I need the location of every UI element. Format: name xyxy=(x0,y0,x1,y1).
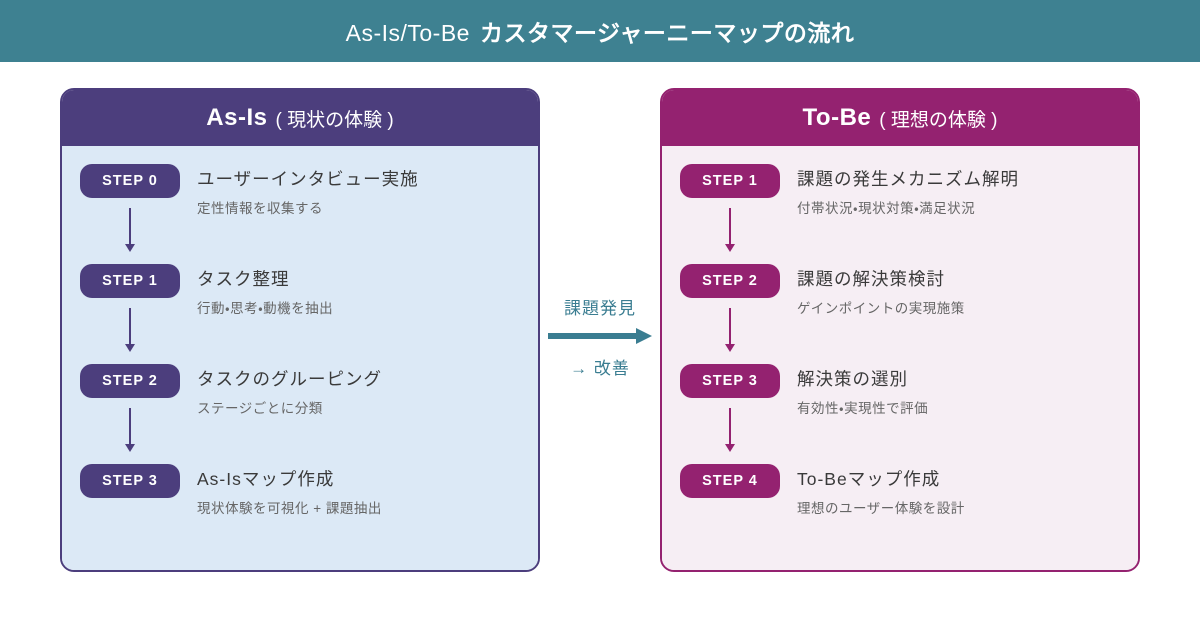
step-text: 課題の解決策検討 ゲインポイントの実現施策 xyxy=(797,264,965,317)
step-badge: STEP 1 xyxy=(680,164,780,198)
step-badge: STEP 4 xyxy=(680,464,780,498)
step-text: タスクのグルーピング ステージごとに分類 xyxy=(197,364,382,417)
to-be-panel-title: To-Be xyxy=(802,104,872,131)
step-description: 現状体験を可視化 + 課題抽出 xyxy=(197,501,382,516)
transition-connector: 課題発見 → 改善 xyxy=(542,294,658,379)
to-be-panel: To-Be ( 理想の体験 ) STEP 1 課題の発生メカニズム解明 付帯状況… xyxy=(660,88,1140,572)
down-arrow-icon xyxy=(723,408,737,452)
as-is-step-0: STEP 0 ユーザーインタビュー実施 定性情報を収集する xyxy=(80,164,419,217)
step-title: 課題の発生メカニズム解明 xyxy=(797,169,1019,189)
to-be-step-2: STEP 3 解決策の選別 有効性・実現性で評価 xyxy=(680,364,928,417)
page-title: As-Is/To-Be カスタマージャーニーマップの流れ xyxy=(346,14,855,48)
down-arrow-icon xyxy=(123,408,137,452)
to-be-panel-subtitle: ( 理想の体験 ) xyxy=(879,109,998,131)
down-arrow-icon xyxy=(123,208,137,252)
step-text: To-Beマップ作成 理想のユーザー体験を設計 xyxy=(797,464,965,517)
step-description: 行動・思考・動機を抽出 xyxy=(197,301,334,316)
step-title: To-Beマップ作成 xyxy=(797,469,941,489)
right-arrow-icon xyxy=(548,328,652,344)
to-be-step-0: STEP 1 課題の発生メカニズム解明 付帯状況・現状対策・満足状況 xyxy=(680,164,1019,217)
step-description: ステージごとに分類 xyxy=(197,401,323,416)
as-is-step-1: STEP 1 タスク整理 行動・思考・動機を抽出 xyxy=(80,264,333,317)
connector-top-label: 課題発見 xyxy=(564,299,636,318)
as-is-panel-header: As-Is ( 現状の体験 ) xyxy=(62,90,538,146)
step-description: 定性情報を収集する xyxy=(197,201,323,216)
as-is-panel-title: As-Is xyxy=(206,104,268,131)
step-badge: STEP 0 xyxy=(80,164,180,198)
to-be-step-3: STEP 4 To-Beマップ作成 理想のユーザー体験を設計 xyxy=(680,464,965,517)
step-text: As-Isマップ作成 現状体験を可視化 + 課題抽出 xyxy=(197,464,382,517)
as-is-panel-subtitle: ( 現状の体験 ) xyxy=(275,109,394,131)
step-badge: STEP 3 xyxy=(680,364,780,398)
down-arrow-icon xyxy=(723,308,737,352)
step-description: 理想のユーザー体験を設計 xyxy=(797,501,965,516)
down-arrow-icon xyxy=(123,308,137,352)
step-text: 課題の発生メカニズム解明 付帯状況・現状対策・満足状況 xyxy=(797,164,1019,217)
to-be-step-1: STEP 2 課題の解決策検討 ゲインポイントの実現施策 xyxy=(680,264,965,317)
step-badge: STEP 3 xyxy=(80,464,180,498)
step-title: タスクのグルーピング xyxy=(197,369,382,389)
step-title: タスク整理 xyxy=(197,269,290,289)
connector-bottom-label: → 改善 xyxy=(570,359,630,378)
step-description: 有効性・実現性で評価 xyxy=(797,401,929,416)
step-title: 課題の解決策検討 xyxy=(797,269,945,289)
step-title: ユーザーインタビュー実施 xyxy=(197,169,419,189)
as-is-step-2: STEP 2 タスクのグルーピング ステージごとに分類 xyxy=(80,364,382,417)
to-be-panel-header: To-Be ( 理想の体験 ) xyxy=(662,90,1138,146)
title-banner: As-Is/To-Be カスタマージャーニーマップの流れ xyxy=(0,0,1200,62)
step-title: 解決策の選別 xyxy=(797,369,908,389)
step-badge: STEP 2 xyxy=(680,264,780,298)
step-text: ユーザーインタビュー実施 定性情報を収集する xyxy=(197,164,419,217)
as-is-step-3: STEP 3 As-Isマップ作成 現状体験を可視化 + 課題抽出 xyxy=(80,464,382,517)
step-text: 解決策の選別 有効性・実現性で評価 xyxy=(797,364,928,417)
step-text: タスク整理 行動・思考・動機を抽出 xyxy=(197,264,333,317)
step-badge: STEP 1 xyxy=(80,264,180,298)
step-description: 付帯状況・現状対策・満足状況 xyxy=(797,201,976,216)
as-is-panel: As-Is ( 現状の体験 ) STEP 0 ユーザーインタビュー実施 定性情報… xyxy=(60,88,540,572)
to-be-panel-body: STEP 1 課題の発生メカニズム解明 付帯状況・現状対策・満足状況 STEP … xyxy=(662,146,1138,570)
page-title-latin: As-Is/To-Be xyxy=(345,20,470,46)
step-badge: STEP 2 xyxy=(80,364,180,398)
page-title-japanese: カスタマージャーニーマップの流れ xyxy=(479,20,855,46)
down-arrow-icon xyxy=(723,208,737,252)
as-is-panel-body: STEP 0 ユーザーインタビュー実施 定性情報を収集する STEP 1 タスク… xyxy=(62,146,538,570)
step-title: As-Isマップ作成 xyxy=(197,469,335,489)
step-description: ゲインポイントの実現施策 xyxy=(797,301,965,316)
